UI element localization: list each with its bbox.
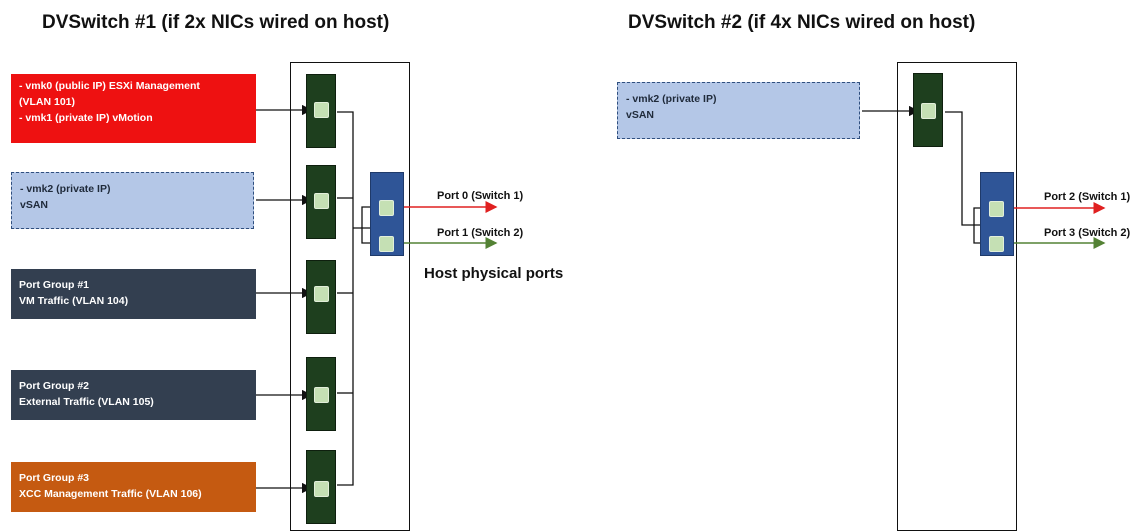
port-icon — [921, 103, 936, 119]
port-icon — [314, 481, 329, 497]
uplink-block — [306, 357, 336, 431]
pg-line: vSAN — [20, 199, 49, 211]
port-icon — [314, 286, 329, 302]
port-icon — [379, 200, 394, 216]
pg-line: - vmk2 (private IP) — [20, 183, 111, 195]
pg-line: vSAN — [626, 109, 655, 121]
pg-line: - vmk2 (private IP) — [626, 93, 717, 105]
pg-line: Port Group #3 — [19, 472, 90, 484]
uplink-block — [306, 165, 336, 239]
uplink-block — [306, 74, 336, 148]
pg-line: - vmk0 (public IP) ESXi Management — [19, 80, 200, 92]
port-group-3: Port Group #3 XCC Management Traffic (VL… — [11, 462, 256, 512]
pg-line: XCC Management Traffic (VLAN 106) — [19, 488, 202, 500]
port-label-2: Port 2 (Switch 1) — [1044, 191, 1131, 203]
port-icon — [989, 201, 1004, 217]
port-label-1: Port 1 (Switch 2) — [437, 227, 524, 239]
port-icon — [379, 236, 394, 252]
port-group-1: Port Group #1 VM Traffic (VLAN 104) — [11, 269, 256, 319]
switch2-title: DVSwitch #2 (if 4x NICs wired on host) — [628, 12, 976, 33]
port-group-vsan: - vmk2 (private IP) vSAN — [11, 172, 254, 229]
pg-line: Port Group #2 — [19, 380, 90, 392]
host-nic-group-1 — [370, 172, 404, 256]
port-label-0: Port 0 (Switch 1) — [437, 190, 524, 202]
wire-trunk-1 — [337, 111, 372, 486]
port-icon — [314, 193, 329, 209]
port-group-2: Port Group #2 External Traffic (VLAN 105… — [11, 370, 256, 420]
port-group-vmk0-vmk1: - vmk0 (public IP) ESXi Management (VLAN… — [11, 74, 256, 143]
port-icon — [314, 102, 329, 118]
switch1-title: DVSwitch #1 (if 2x NICs wired on host) — [42, 12, 390, 33]
port-label-3: Port 3 (Switch 2) — [1044, 227, 1131, 239]
pg-line: External Traffic (VLAN 105) — [19, 396, 154, 408]
uplink-block — [306, 260, 336, 334]
pg-line: Port Group #1 — [19, 279, 90, 291]
host-physical-ports-label: Host physical ports — [424, 265, 564, 282]
pg-line: (VLAN 101) — [19, 96, 76, 108]
port-icon — [314, 387, 329, 403]
wire-trunk-2 — [945, 111, 982, 244]
pg-line: - vmk1 (private IP) vMotion — [19, 112, 153, 124]
uplink-block — [306, 450, 336, 524]
host-nic-group-2 — [980, 172, 1014, 256]
sw2-uplink-block — [913, 73, 943, 147]
sw2-port-group-vsan: - vmk2 (private IP) vSAN — [617, 82, 860, 139]
pg-line: VM Traffic (VLAN 104) — [19, 295, 129, 307]
port-icon — [989, 236, 1004, 252]
